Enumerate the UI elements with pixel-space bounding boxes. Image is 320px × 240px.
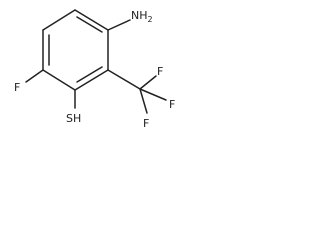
thiol-label: SH	[66, 112, 81, 125]
cf3-f-right-label: F	[169, 98, 175, 111]
cf3-bond	[107, 69, 141, 90]
ring-bond	[74, 9, 109, 31]
cf3-f-top-label: F	[157, 65, 163, 78]
ring-bond	[42, 9, 76, 31]
amine-label: NH2	[131, 9, 153, 24]
amine-bond	[107, 19, 131, 31]
ring-double-bond	[76, 66, 103, 83]
structure-diagram: NH2 F SH F F F	[14, 9, 175, 130]
ring-bond	[42, 69, 76, 91]
benzene-ring	[42, 9, 109, 91]
cf3-f-right-bond	[139, 88, 167, 101]
cf3-f-bottom-label: F	[143, 117, 149, 130]
ring-double-bond	[76, 16, 103, 33]
fluoro-bond	[25, 69, 44, 83]
fluoro-label: F	[14, 81, 20, 94]
cf3-f-bottom-bond	[139, 88, 148, 114]
cf3-f-top-bond	[139, 75, 157, 90]
ring-bond	[74, 69, 109, 91]
